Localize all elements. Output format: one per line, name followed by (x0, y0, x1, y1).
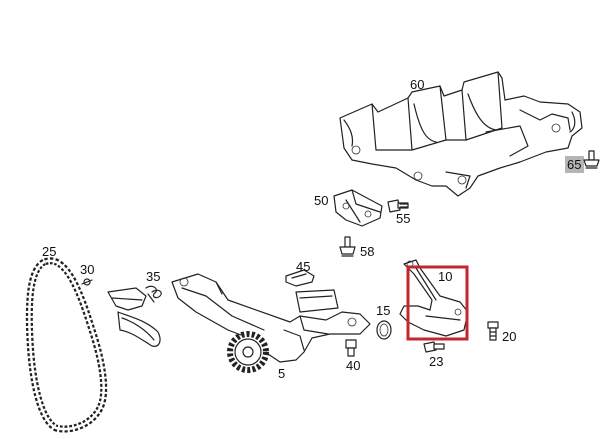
part-label-65-highlight (565, 156, 584, 173)
part-label-20: 20 (502, 329, 516, 344)
part-label-10: 10 (438, 269, 452, 284)
part-20-bolt[interactable] (487, 321, 499, 341)
part-label-58: 58 (360, 244, 374, 259)
part-40-bolt[interactable] (345, 339, 357, 357)
part-label-35: 35 (146, 269, 160, 284)
part-50-bracket[interactable] (333, 189, 383, 227)
part-label-30: 30 (80, 262, 94, 277)
tensioner-guide (107, 287, 161, 347)
part-23-bolt[interactable] (423, 341, 445, 353)
part-45-screen[interactable] (285, 269, 315, 287)
part-15-seal-ring[interactable] (376, 320, 392, 340)
part-label-45: 45 (296, 259, 310, 274)
part-label-5: 5 (278, 366, 285, 381)
part-label-50: 50 (314, 193, 328, 208)
part-5-oil-pump[interactable] (171, 273, 371, 373)
part-label-25: 25 (42, 244, 56, 259)
part-label-55: 55 (396, 211, 410, 226)
part-label-40: 40 (346, 358, 360, 373)
part-label-65[interactable]: 65 (567, 157, 581, 172)
part-35-spring[interactable] (145, 285, 162, 303)
part-25-chain[interactable] (25, 257, 108, 433)
part-label-60: 60 (410, 77, 424, 92)
part-58-bolt[interactable] (339, 236, 356, 257)
part-55-bolt[interactable] (387, 199, 409, 213)
part-10-oil-pickup[interactable] (399, 259, 469, 337)
part-30-pin[interactable] (81, 278, 93, 286)
part-label-23: 23 (429, 354, 443, 369)
part-60-oil-baffle[interactable] (339, 71, 583, 197)
selected-part-box (406, 265, 469, 341)
part-65-bolt[interactable] (583, 150, 600, 169)
part-label-15: 15 (376, 303, 390, 318)
